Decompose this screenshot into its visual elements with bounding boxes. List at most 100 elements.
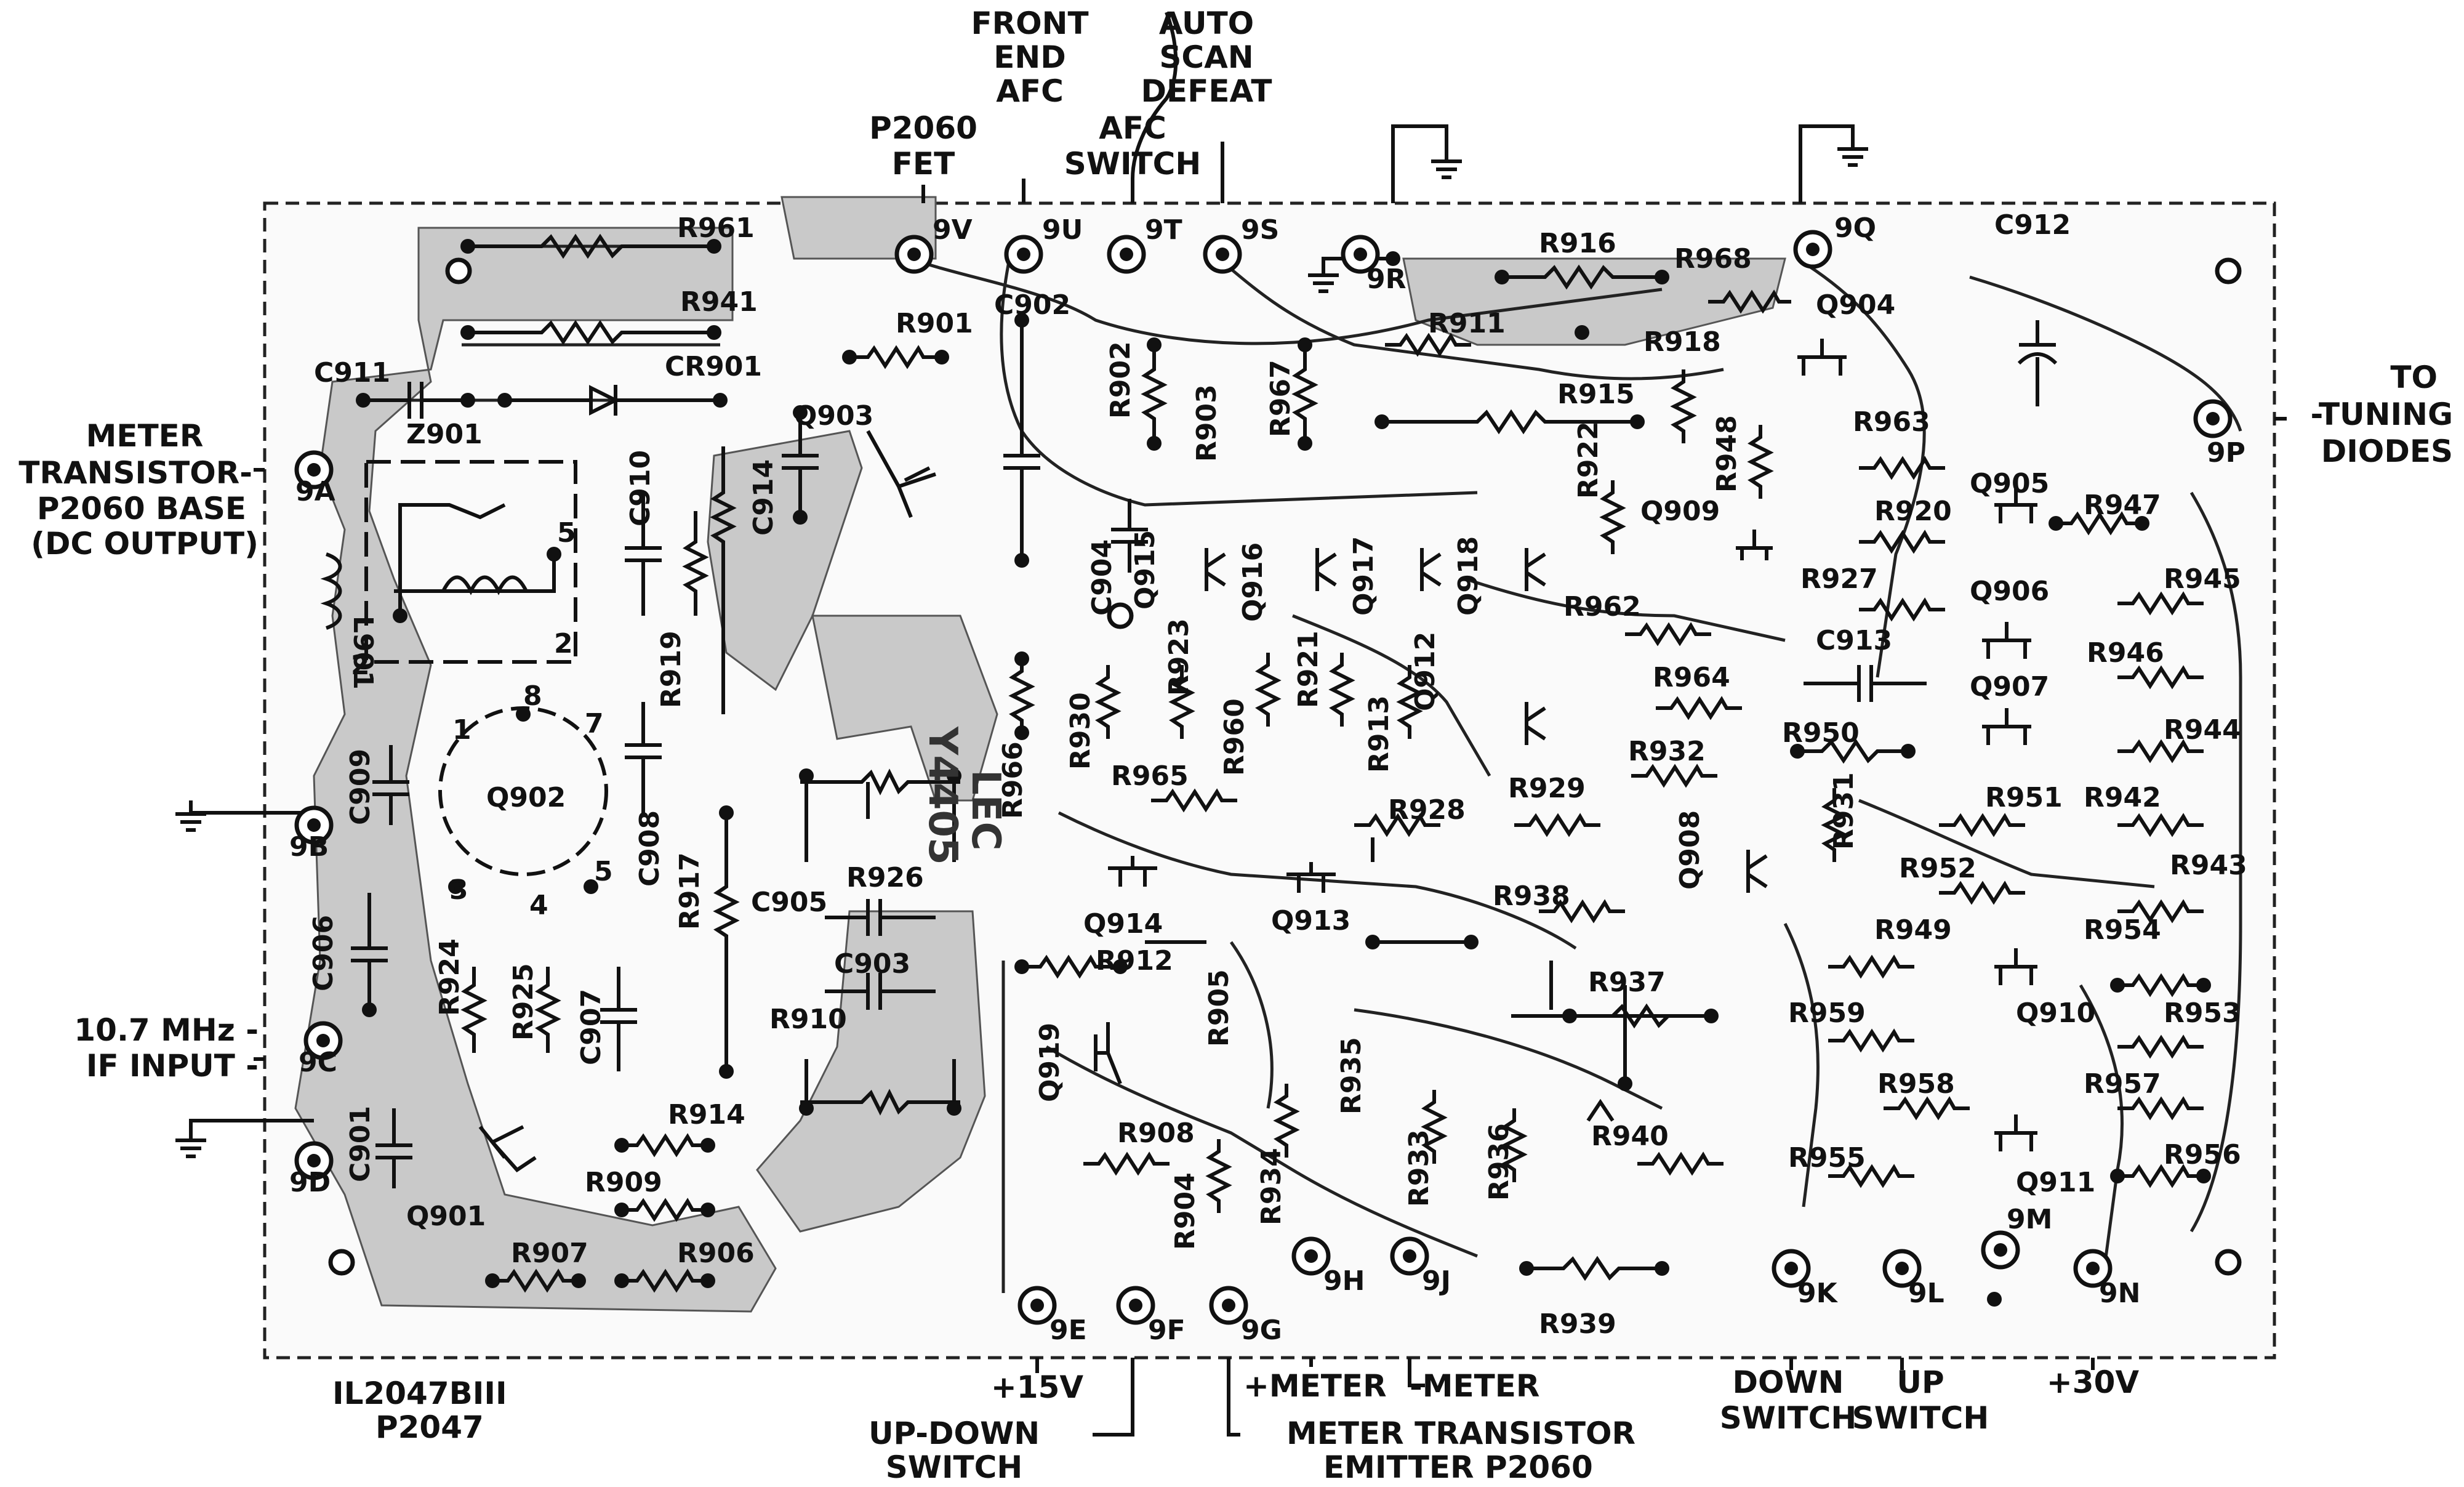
q902-pin: 4 xyxy=(529,890,548,921)
ref-r928: R928 xyxy=(1388,794,1466,826)
q902-pin: 1 xyxy=(452,714,472,746)
ref-r943: R943 xyxy=(2170,850,2247,881)
ref-q915: Q915 xyxy=(1130,530,1161,610)
traces xyxy=(363,244,2242,1293)
ref-r932: R932 xyxy=(1628,736,1706,767)
board-outline xyxy=(263,201,2276,1360)
ref-r922: R922 xyxy=(1573,421,1604,499)
ref-r918: R918 xyxy=(1643,326,1721,358)
front-end-afc-line2: END xyxy=(993,39,1066,75)
ref-r946: R946 xyxy=(2087,637,2164,669)
mounting-holes xyxy=(328,257,2242,1276)
ref-r966: R966 xyxy=(997,741,1029,819)
ref-q907: Q907 xyxy=(1970,671,2049,703)
z901-pin: 5 xyxy=(557,517,576,549)
terminal-label: 9N xyxy=(2099,1278,2140,1309)
ref-r913: R913 xyxy=(1363,695,1395,773)
up-switch-line1: UP xyxy=(1896,1364,1944,1400)
ref-z901: Z901 xyxy=(406,419,483,450)
ref-r956: R956 xyxy=(2164,1139,2241,1171)
label-front-end-afc: FRONT END AFC xyxy=(971,6,1088,109)
ref-r930: R930 xyxy=(1065,692,1096,770)
terminal-9k: 9K xyxy=(1772,1249,1839,1309)
ref-q905: Q905 xyxy=(1970,468,2049,499)
transistor-bars xyxy=(1108,339,2037,1151)
ref-r931: R931 xyxy=(1828,772,1860,850)
ref-r939: R939 xyxy=(1539,1308,1616,1340)
label-afc-switch: AFC SWITCH xyxy=(1064,110,1201,182)
mte-line1: METER TRANSISTOR xyxy=(1286,1416,1635,1451)
ref-r942: R942 xyxy=(2084,782,2161,813)
label-meter-transistor-base: METER TRANSISTOR- P2060 BASE (DC OUTPUT) xyxy=(18,418,259,562)
afc-switch-line1: AFC xyxy=(1099,110,1166,146)
terminal-9d: 9D xyxy=(289,1141,334,1198)
terminal-label: 9J xyxy=(1422,1265,1451,1297)
ref-r961: R961 xyxy=(677,212,755,244)
ref-q918: Q918 xyxy=(1453,536,1484,616)
terminal-9c: 9C xyxy=(299,1021,343,1078)
external-wiring xyxy=(175,11,2287,1437)
mtb-line2: TRANSISTOR- xyxy=(18,455,252,491)
ref-q911: Q911 xyxy=(2016,1167,2095,1198)
ref-r934: R934 xyxy=(1256,1148,1287,1225)
resistor-glyphs xyxy=(460,233,2204,1293)
ref-r958: R958 xyxy=(1877,1068,1955,1100)
terminal-9b: 9B xyxy=(289,805,334,863)
component-glyphs xyxy=(320,320,2058,1188)
label-p2060-fet: P2060 FET xyxy=(869,110,977,182)
ref-r953: R953 xyxy=(2164,997,2241,1029)
ref-r950: R950 xyxy=(1782,717,1860,749)
terminal-label: 9K xyxy=(1797,1278,1839,1309)
ref-r945: R945 xyxy=(2164,563,2241,595)
terminal-label: 9P xyxy=(2207,437,2245,469)
ref-r925: R925 xyxy=(508,963,539,1041)
terminal-label: 9T xyxy=(1145,214,1182,246)
ref-c912: C912 xyxy=(1994,209,2071,241)
ref-r907: R907 xyxy=(511,1238,588,1269)
terminal-9q: 9Q xyxy=(1793,212,1876,269)
ref-c905: C905 xyxy=(751,887,827,918)
terminal-label: 9D xyxy=(289,1167,331,1198)
q902-pin: 3 xyxy=(449,874,468,906)
ref-q901: Q901 xyxy=(406,1201,486,1232)
ref-q916: Q916 xyxy=(1237,542,1269,622)
p2060-fet-line1: P2060 xyxy=(869,110,977,146)
terminal-label: 9L xyxy=(1908,1278,1944,1309)
ref-r906: R906 xyxy=(677,1238,755,1269)
terminal-9e: 9E xyxy=(1017,1286,1087,1346)
terminal-label: 9H xyxy=(1323,1265,1365,1297)
ref-r938: R938 xyxy=(1493,881,1570,912)
if-input-line1: 10.7 MHz - xyxy=(74,1012,259,1048)
ref-q906: Q906 xyxy=(1970,576,2049,607)
q902-pin: 8 xyxy=(523,680,542,712)
ref-q913: Q913 xyxy=(1271,905,1350,937)
up-switch-line2: SWITCH xyxy=(1852,1400,1989,1436)
terminal-9r: 9R xyxy=(1341,235,1407,295)
label-down-switch: DOWN SWITCH xyxy=(1720,1364,1856,1436)
ref-r954: R954 xyxy=(2084,914,2161,946)
terminal-9a: 9A xyxy=(294,450,335,507)
ref-r933: R933 xyxy=(1403,1129,1435,1207)
ref-r935: R935 xyxy=(1336,1037,1367,1114)
ref-r951: R951 xyxy=(1985,782,2063,813)
label-minus-meter: -METER xyxy=(1410,1368,1539,1404)
ref-q912: Q912 xyxy=(1410,632,1441,711)
terminal-label: 9E xyxy=(1049,1315,1087,1346)
p2060-fet-line2: FET xyxy=(892,146,955,182)
label-meter-transistor-emitter: METER TRANSISTOR EMITTER P2060 xyxy=(1286,1416,1635,1485)
tuning-line2: -TUNING xyxy=(2311,397,2453,432)
ref-r915: R915 xyxy=(1557,379,1635,410)
ref-q910: Q910 xyxy=(2016,997,2095,1029)
ref-r960: R960 xyxy=(1219,698,1250,776)
ref-r940: R940 xyxy=(1591,1121,1669,1152)
ref-r921: R921 xyxy=(1293,631,1324,708)
terminal-label: 9Q xyxy=(1834,212,1876,244)
ref-c910: C910 xyxy=(625,450,656,526)
mtb-line4: (DC OUTPUT) xyxy=(31,526,259,562)
ref-r955: R955 xyxy=(1788,1142,1866,1174)
label-auto-scan-defeat: AUTO SCAN DEFEAT xyxy=(1141,6,1272,109)
ref-c906: C906 xyxy=(308,915,339,991)
auto-scan-defeat-line3: DEFEAT xyxy=(1141,73,1272,109)
